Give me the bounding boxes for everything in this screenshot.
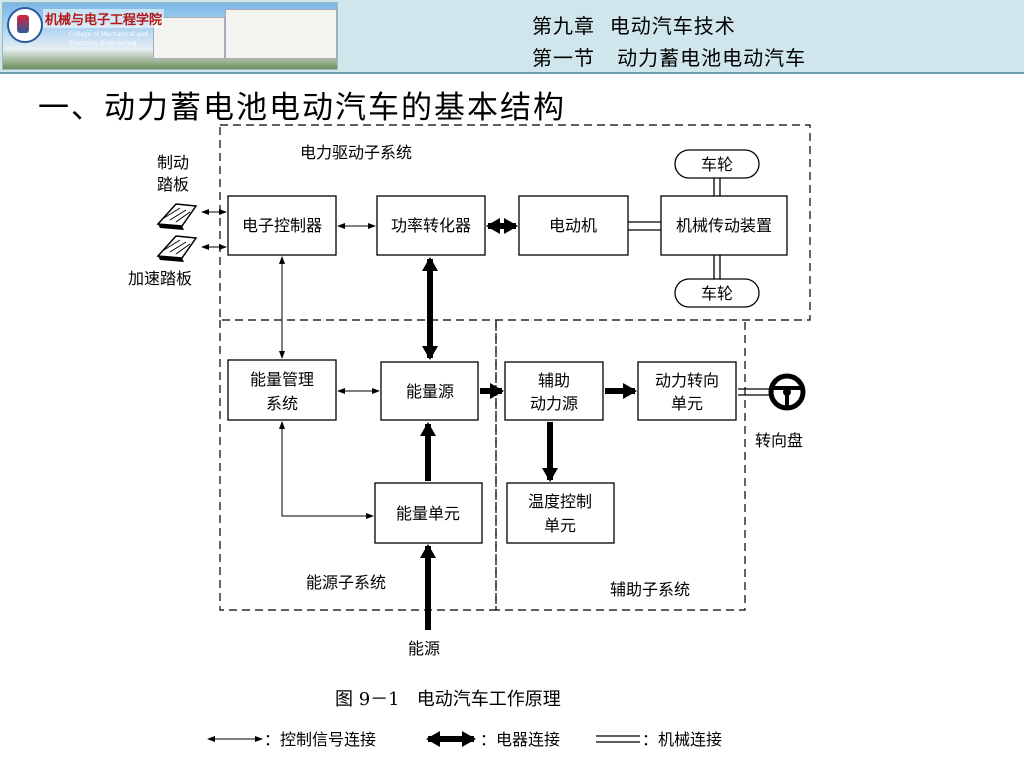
drive-subsystem-label: 电力驱动子系统 [300, 143, 412, 162]
temp-control-label: 温度控制 [528, 492, 592, 511]
aux-subsystem-boundary [495, 320, 746, 611]
college-name-en: College of Mechanical and Electronic Eng… [69, 30, 148, 48]
page-title: 一、动力蓄电池电动汽车的基本结构 [38, 90, 566, 126]
brake-pedal-label: 踏板 [157, 175, 189, 194]
accelerator-pedal-icon [156, 235, 198, 262]
building-image [153, 17, 225, 59]
mechanical-connections [628, 178, 770, 396]
transmission-label: 机械传动装置 [676, 216, 772, 235]
top-wheel-label: 车轮 [701, 155, 733, 174]
drive-subsystem-boundary [219, 124, 811, 321]
temp-control-label: 单元 [544, 516, 576, 535]
transmission-block [660, 195, 788, 256]
college-name-en-line: Electronic Engineering [69, 40, 137, 47]
building-image [225, 9, 337, 59]
electronic-controller-label: 电子控制器 [242, 216, 322, 235]
power-steering-block [637, 361, 737, 421]
energy-unit-block [374, 482, 483, 544]
energy-input-label: 能源 [408, 639, 440, 658]
legend-mechanical-label: ：机械连接 [642, 730, 722, 749]
energy-subsystem-boundary [219, 320, 497, 611]
energy-source-label: 能量源 [406, 382, 454, 401]
steering-wheel-label: 转向盘 [755, 431, 803, 450]
section-title: 第一节 动力蓄电池电动汽车 [532, 46, 807, 70]
college-banner: 机械与电子工程学院 College of Mechanical and Elec… [2, 2, 338, 70]
electrical-connections [420, 218, 637, 630]
power-converter-label: 功率转化器 [391, 216, 471, 235]
legend-electric-label: ：电器连接 [480, 730, 560, 749]
legend: ：控制信号连接 ：电器连接 ：机械连接 [207, 730, 722, 749]
energy-subsystem-label: 能源子系统 [306, 573, 386, 592]
brake-pedal-label: 制动 [157, 153, 189, 172]
energy-source-block [380, 361, 479, 421]
aux-power-block [504, 361, 604, 421]
energy-unit-label: 能量单元 [396, 504, 460, 523]
energy-management-block [227, 359, 337, 421]
figure-caption: 图 9－1 电动汽车工作原理 [335, 689, 561, 710]
legend-signal-label: ：控制信号连接 [264, 730, 376, 749]
control-signal-connections [201, 209, 380, 519]
energy-management-label: 能量管理 [250, 370, 314, 389]
power-steering-label: 动力转向 [655, 371, 719, 390]
college-name-en-line: College of Mechanical and [69, 31, 148, 38]
aux-subsystem-label: 辅助子系统 [610, 580, 690, 599]
motor-label: 电动机 [549, 216, 597, 235]
bottom-wheel-label: 车轮 [701, 284, 733, 303]
aux-power-label: 辅助 [538, 371, 570, 390]
college-seal-icon [7, 7, 43, 43]
bottom-wheel-block [674, 278, 760, 308]
accel-pedal-label: 加速踏板 [128, 269, 192, 288]
energy-management-label: 系统 [266, 394, 298, 413]
aux-power-label: 动力源 [530, 394, 578, 413]
motor-block [518, 195, 629, 256]
college-name: 机械与电子工程学院 [43, 9, 165, 28]
brake-pedal-icon [156, 203, 198, 230]
electronic-controller-block [227, 195, 337, 256]
header-bar: 机械与电子工程学院 College of Mechanical and Elec… [0, 0, 1024, 74]
temp-control-block [506, 482, 615, 544]
steering-wheel-icon [768, 373, 806, 411]
top-wheel-block [674, 149, 760, 179]
power-converter-block [376, 195, 486, 256]
chapter-title: 第九章 电动汽车技术 [532, 14, 736, 38]
power-steering-label: 单元 [671, 394, 703, 413]
